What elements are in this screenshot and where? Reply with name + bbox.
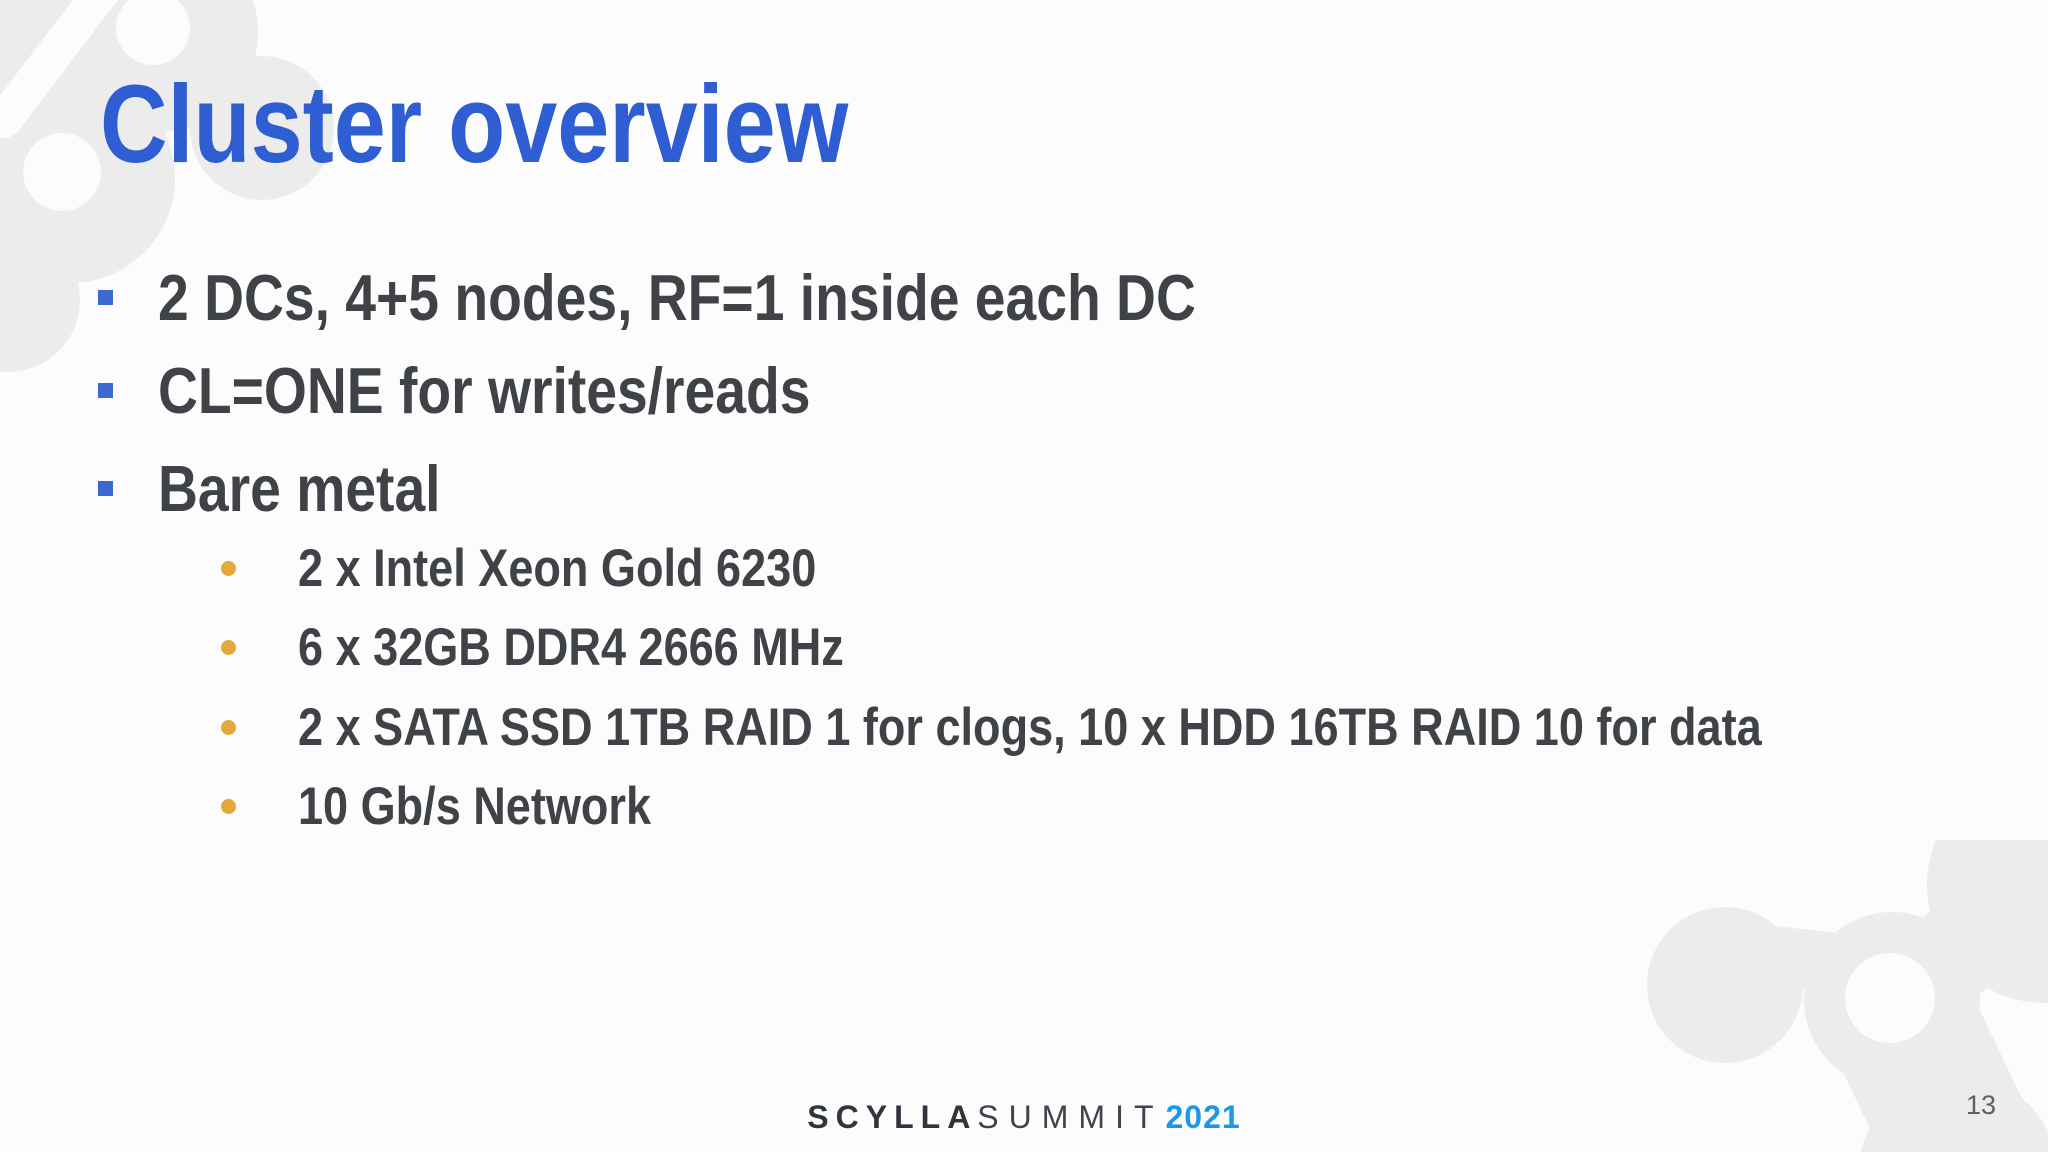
sub-bullet-item: 6 x 32GB DDR4 2666 MHz <box>221 620 940 674</box>
page-number: 13 <box>1966 1090 1997 1120</box>
slide-title-text: Cluster overview <box>100 63 849 186</box>
bullet-square-marker <box>98 289 113 305</box>
footer-brand-scylla: SCYLLA <box>807 1099 978 1135</box>
sub-bullet-text: 2 x Intel Xeon Gold 6230 <box>298 538 817 598</box>
footer-brand-year: 2021 <box>1165 1099 1241 1135</box>
bullet-text: Bare metal <box>158 451 441 525</box>
bullet-item: CL=ONE for writes/reads <box>98 357 926 423</box>
sub-bullet-text: 10 Gb/s Network <box>298 776 652 836</box>
bullet-dot-marker <box>221 798 236 814</box>
bullet-square-marker <box>98 480 113 496</box>
bullet-text: CL=ONE for writes/reads <box>158 353 811 427</box>
footer-brand-summit: SUMMIT <box>977 1099 1164 1135</box>
bullet-item: Bare metal <box>98 455 490 521</box>
sub-bullet-text: 6 x 32GB DDR4 2666 MHz <box>298 617 844 677</box>
bullet-text: 2 DCs, 4+5 nodes, RF=1 inside each DC <box>158 260 1196 334</box>
sub-bullet-item: 10 Gb/s Network <box>221 779 713 833</box>
bullet-dot-marker <box>221 560 236 576</box>
sub-bullet-item: 2 x Intel Xeon Gold 6230 <box>221 541 908 595</box>
sub-bullet-text: 2 x SATA SSD 1TB RAID 1 for clogs, 10 x … <box>298 697 1762 757</box>
bullet-square-marker <box>98 382 113 398</box>
sub-bullet-item: 2 x SATA SSD 1TB RAID 1 for clogs, 10 x … <box>221 700 2020 754</box>
bullet-dot-marker <box>221 719 236 735</box>
slide-title: Cluster overview <box>100 70 980 180</box>
bullet-dot-marker <box>221 639 236 655</box>
bullet-item: 2 DCs, 4+5 nodes, RF=1 inside each DC <box>98 264 1379 330</box>
